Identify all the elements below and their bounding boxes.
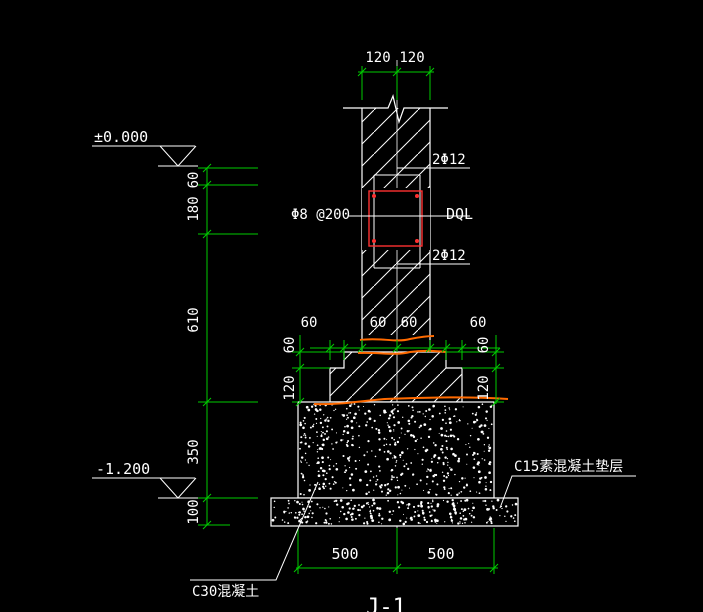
step-dim-1: 60 [301, 315, 318, 331]
ring-beam [362, 174, 430, 269]
c15-label: C15素混凝土垫层 [514, 459, 623, 475]
material-leaders [190, 475, 636, 581]
drawing-title: J-1 [366, 595, 406, 612]
step-height-left-bottom: 120 [282, 375, 298, 400]
orange-break-lines [313, 335, 509, 406]
rebar-top-label: 2Φ12 [432, 152, 466, 168]
bottom-dim-right: 500 [427, 545, 454, 563]
bottom-dim-left: 500 [331, 545, 358, 563]
step-dimension-chain [310, 340, 500, 360]
elevation-bottom-label: -1.200 [96, 460, 150, 478]
left-dimension-chain [198, 163, 258, 530]
ring-beam-label: DQL [446, 205, 473, 223]
left-dim-610: 610 [186, 307, 202, 332]
break-line [343, 94, 448, 125]
top-dim-left: 120 [365, 50, 390, 66]
step-height-left-top: 60 [282, 337, 298, 354]
elevation-top-marker [92, 145, 198, 167]
top-dimension-chain [357, 66, 435, 100]
c30-label: C30混凝土 [192, 584, 259, 600]
step-height-right-top: 60 [476, 337, 492, 354]
brick-steps [329, 335, 463, 403]
cushion-layer [270, 497, 519, 527]
elevation-top-label: ±0.000 [94, 128, 148, 146]
rebar-bottom-label: 2Φ12 [432, 248, 466, 264]
concrete-footing [297, 401, 495, 499]
rebar-leaders [348, 167, 470, 265]
elevation-bottom-marker [92, 477, 198, 499]
left-dim-60: 60 [186, 172, 202, 189]
left-dim-180: 180 [186, 196, 202, 221]
step-height-right-bottom: 120 [476, 375, 492, 400]
step-height-left-chain [292, 335, 344, 407]
left-dim-350: 350 [186, 439, 202, 464]
step-dim-4: 60 [470, 315, 487, 331]
step-dim-2: 60 [370, 315, 387, 331]
top-dim-right: 120 [399, 50, 424, 66]
left-dim-100: 100 [186, 499, 202, 524]
bottom-dimension-chain [293, 528, 499, 574]
stirrup-label: Φ8 @200 [291, 207, 350, 223]
step-height-right-chain [446, 335, 504, 407]
stirrup-rect [368, 190, 423, 247]
step-dim-3: 60 [401, 315, 418, 331]
